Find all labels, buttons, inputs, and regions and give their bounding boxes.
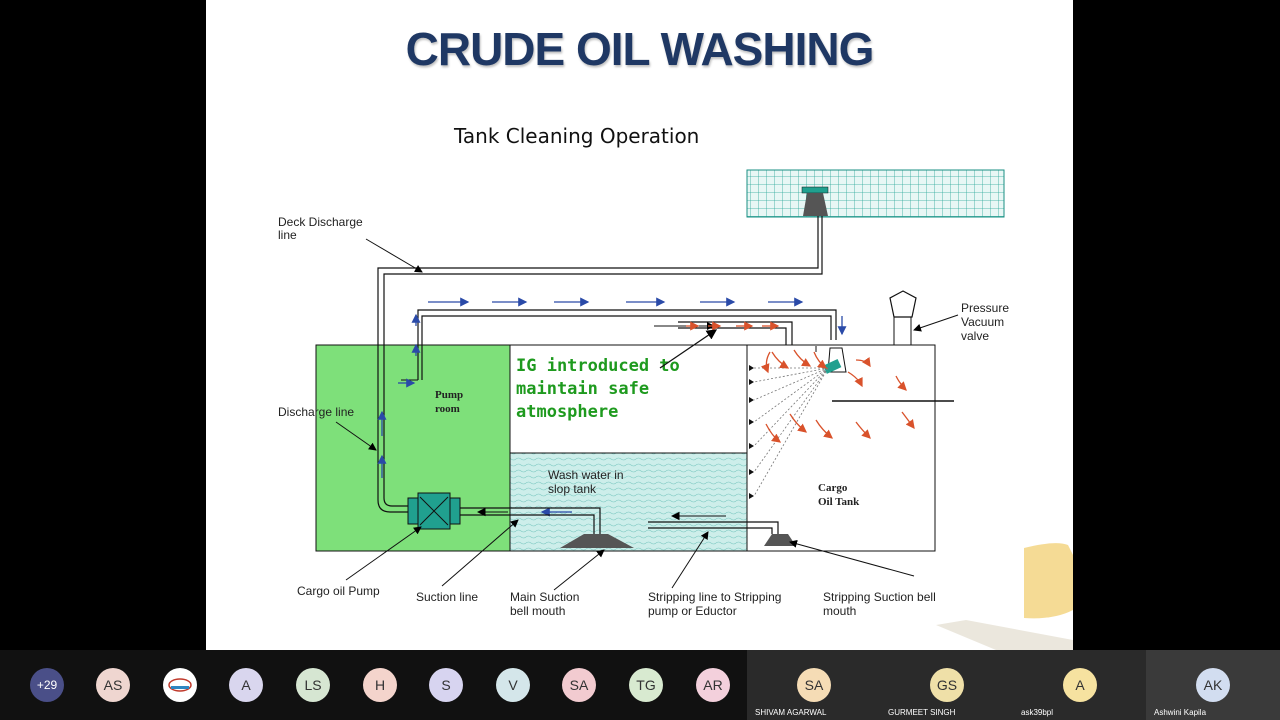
participant-tile[interactable]: SA SHIVAM AGARWAL — [747, 650, 880, 720]
label-wash-water-1: Wash water in — [548, 468, 624, 482]
label-stripping-line-2: pump or Eductor — [648, 604, 737, 618]
diagram-subtitle: Tank Cleaning Operation — [453, 124, 699, 148]
logo-icon — [168, 678, 192, 692]
pv-valve-icon — [889, 290, 917, 318]
label-pump-room-1: Pump — [435, 389, 463, 401]
participant-tile[interactable]: GS GURMEET SINGH — [880, 650, 1013, 720]
participant-avatar[interactable]: TG — [629, 668, 663, 702]
label-wash-water-2: slop tank — [548, 482, 597, 496]
presentation-slide: CRUDE OIL WASHING Tank Cleaning Operatio… — [206, 0, 1073, 650]
label-stripping-line-1: Stripping line to Stripping — [648, 590, 781, 604]
participant-avatar[interactable]: SA — [562, 668, 596, 702]
slide-title: CRUDE OIL WASHING — [405, 23, 875, 75]
tile-name: ask39bpl — [1021, 708, 1054, 717]
stripping-bellmouth-icon — [764, 534, 796, 546]
label-stripping-suction-1: Stripping Suction bell — [823, 590, 936, 604]
cargo-oil-tank — [746, 344, 936, 552]
label-deck-discharge-1: Deck Discharge — [278, 215, 363, 229]
participant-avatar[interactable]: S — [429, 668, 463, 702]
corner-logo-decoration — [1024, 543, 1073, 619]
deck-nozzle-icon — [803, 193, 828, 216]
participant-avatar[interactable]: V — [496, 668, 530, 702]
tank-cleaning-diagram: Tank Cleaning Operation — [278, 124, 1073, 650]
label-cargo-tank-2: Oil Tank — [818, 496, 860, 508]
tile-avatar: SA — [797, 668, 831, 702]
ig-text-line-3: atmosphere — [516, 402, 618, 422]
label-pv-1: Pressure — [961, 301, 1009, 315]
participant-avatar[interactable]: AS — [96, 668, 130, 702]
slop-tank — [509, 452, 748, 552]
label-pump-room-2: room — [435, 403, 460, 415]
tile-avatar: AK — [1196, 668, 1230, 702]
label-pv-2: Vacuum — [961, 315, 1004, 329]
deck-grid — [746, 169, 1005, 218]
label-suction-line: Suction line — [416, 590, 478, 604]
tile-name: GURMEET SINGH — [888, 708, 956, 717]
participant-avatar-logo[interactable] — [163, 668, 197, 702]
more-participants-button[interactable]: +29 — [30, 668, 64, 702]
main-suction-bellmouth-icon — [560, 534, 634, 548]
participant-avatar[interactable]: H — [363, 668, 397, 702]
label-pv-3: valve — [961, 329, 989, 343]
participant-avatar[interactable]: LS — [296, 668, 330, 702]
label-main-suction-2: bell mouth — [510, 604, 565, 618]
tile-avatar: GS — [930, 668, 964, 702]
label-deck-discharge-2: line — [278, 228, 297, 242]
label-main-suction-1: Main Suction — [510, 590, 579, 604]
participant-tile[interactable]: A ask39bpl — [1013, 650, 1146, 720]
tile-name: Ashwini Kapila — [1154, 708, 1207, 717]
tile-avatar: A — [1063, 668, 1097, 702]
participant-avatar[interactable]: A — [229, 668, 263, 702]
label-stripping-suction-2: mouth — [823, 604, 856, 618]
label-cargo-tank-1: Cargo — [818, 482, 848, 494]
participant-tile-active[interactable]: AK Ashwini Kapila — [1146, 650, 1280, 720]
ig-text-line-1: IG introduced to — [516, 356, 680, 376]
tile-name: SHIVAM AGARWAL — [755, 708, 827, 717]
label-cargo-oil-pump: Cargo oil Pump — [297, 584, 380, 598]
participant-avatar[interactable]: AR — [696, 668, 730, 702]
label-discharge-line: Discharge line — [278, 405, 354, 419]
ig-text-line-2: maintain safe — [516, 379, 649, 399]
